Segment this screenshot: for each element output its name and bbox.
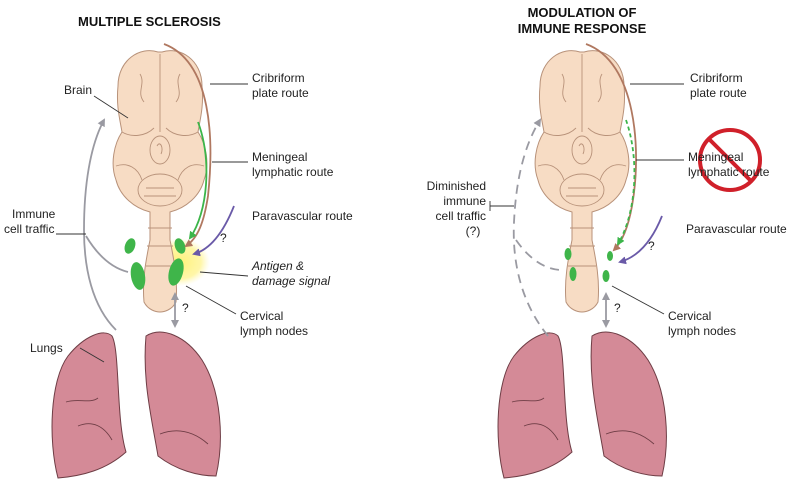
paravascular-route-arrow [192,205,235,257]
label-brain: Brain [64,83,92,97]
panel-title-line-1: MODULATION OF [528,5,637,20]
paravascular-route-arrow [618,215,663,265]
prohibited-sign-icon [698,128,762,192]
label-cervical-1: Cervical [240,309,283,323]
panel-multiple-sclerosis: MULTIPLE SCLEROSIS [4,14,353,479]
label-meningeal-1: Meningeal [252,150,307,164]
label-cribriform-2: plate route [690,86,747,100]
label-question-2: ? [182,301,189,315]
cribriform-route-arrow [163,43,212,248]
lymph-nodes [124,238,186,290]
label-lungs: Lungs [30,341,63,355]
panel-modulation: MODULATION OF IMMUNE RESPONSE [427,5,787,479]
label-cervical-1: Cervical [668,309,711,323]
label-cribriform-2: plate route [252,86,309,100]
label-question-1: ? [648,239,655,253]
panel-title: MULTIPLE SCLEROSIS [78,14,221,29]
label-diminished-3: cell traffic [436,209,486,223]
label-diminished-2: immune [443,194,486,208]
label-meningeal-2: lymphatic route [688,165,770,179]
lungs-illustration [51,331,221,479]
label-meningeal-2: lymphatic route [252,165,334,179]
meningeal-route-arrow-dashed [616,119,636,246]
cribriform-route-arrow [585,43,637,252]
label-antigen-2: damage signal [252,274,330,288]
label-immune-1: Immune [12,207,56,221]
label-cribriform-1: Cribriform [690,71,743,85]
label-question-1: ? [220,231,227,245]
label-paravascular: Paravascular route [686,222,787,236]
diminished-traffic-arrow [512,118,549,337]
label-question-2: ? [614,301,621,315]
label-cervical-2: lymph nodes [240,324,308,338]
label-diminished-1: Diminished [427,179,486,193]
label-immune-2: cell traffic [4,222,54,236]
lungs-illustration [497,331,667,479]
immune-traffic-arrow [83,118,117,331]
immune-traffic-branch [85,235,129,273]
label-paravascular: Paravascular route [252,209,353,223]
diminished-traffic-branch [515,239,563,271]
meningeal-route-arrow [188,121,208,240]
label-cribriform-1: Cribriform [252,71,305,85]
panel-title-line-2: IMMUNE RESPONSE [518,21,647,36]
label-antigen-1: Antigen & [251,259,304,273]
label-meningeal-1: Meningeal [688,150,743,164]
lymph-nodes [564,248,613,282]
label-diminished-4: (?) [466,224,481,238]
brain-illustration [534,50,630,313]
label-cervical-2: lymph nodes [668,324,736,338]
